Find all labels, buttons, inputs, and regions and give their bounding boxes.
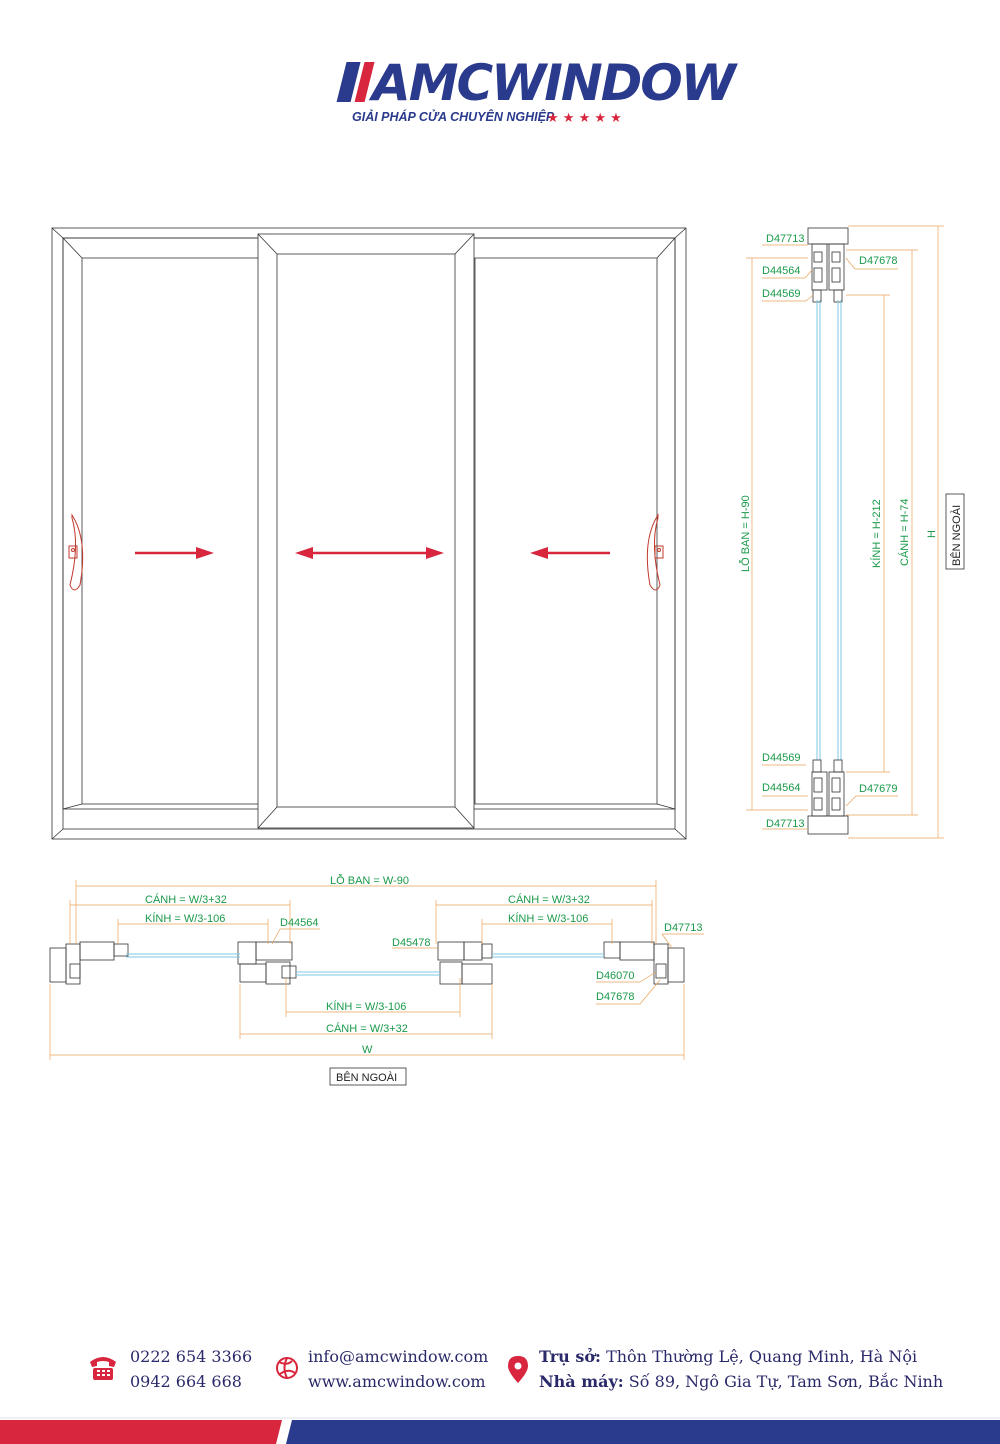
label-d47713-bottom: D47713 <box>766 818 805 830</box>
label-kinh-right: KÍNH = W/3-106 <box>508 912 588 925</box>
arrow-right-icon <box>135 547 214 559</box>
factory-value: Số 89, Ngô Gia Tự, Tam Sơn, Bắc Ninh <box>628 1372 944 1391</box>
label-d44569-top: D44569 <box>762 288 801 300</box>
left-panel <box>62 237 274 810</box>
plan-dimension-lines <box>49 880 704 1060</box>
arrow-double-icon <box>295 547 444 559</box>
label-kinh-vertical: KÍNH = H-212 <box>870 499 883 568</box>
factory-address: Nhà máy: Số 89, Ngô Gia Tự, Tam Sơn, Bắc… <box>539 1370 943 1394</box>
label-w-plan: W <box>362 1044 373 1056</box>
left-handle-icon <box>68 513 84 591</box>
horizontal-plan <box>49 880 704 1086</box>
label-d47713-plan: D47713 <box>664 922 703 934</box>
label-d44569-bottom: D44569 <box>762 752 801 764</box>
door-elevation <box>51 227 687 840</box>
label-ben-ngoai-vertical: BÊN NGOÀI <box>950 505 963 566</box>
logo-tagline: GIẢI PHÁP CỬA CHUYÊN NGHIỆP <box>352 109 555 124</box>
label-h-vertical: H <box>926 530 938 538</box>
ben-ngoai-box-vertical <box>945 493 965 570</box>
hq-value: Thôn Thường Lệ, Quang Minh, Hà Nội <box>606 1347 918 1366</box>
label-d44564-top: D44564 <box>762 265 801 277</box>
globe-icon <box>276 1357 298 1379</box>
label-canh-mid: CÁNH = W/3+32 <box>326 1022 408 1035</box>
location-pin-icon <box>508 1356 528 1383</box>
label-kinh-mid: KÍNH = W/3-106 <box>326 1000 406 1013</box>
phone-primary[interactable]: 0222 654 3366 <box>130 1347 253 1366</box>
hq-label: Trụ sở: <box>539 1347 601 1366</box>
factory-label: Nhà máy: <box>539 1372 624 1391</box>
label-kinh-left: KÍNH = W/3-106 <box>145 912 225 925</box>
footer-bar <box>0 1417 1000 1444</box>
logo-wordmark: AMCWINDOW <box>368 54 739 112</box>
phone-secondary[interactable]: 0942 664 668 <box>130 1372 242 1391</box>
right-panel <box>461 237 676 810</box>
label-canh-right: CÁNH = W/3+32 <box>508 893 590 906</box>
vertical-section <box>746 225 965 839</box>
right-handle-icon <box>646 513 664 591</box>
label-d45478-plan: D45478 <box>392 937 431 949</box>
label-d44564-plan: D44564 <box>280 917 319 929</box>
label-canh-vertical: CÁNH = H-74 <box>898 498 911 566</box>
glass-horizontal <box>126 953 604 976</box>
arrow-left-icon <box>530 547 610 559</box>
plan-profiles <box>49 941 685 985</box>
label-d47678-top: D47678 <box>859 255 898 267</box>
label-ben-ngoai-plan: BÊN NGOÀI <box>336 1071 397 1084</box>
logo-stars: ★ ★ ★ ★ ★ <box>547 111 622 126</box>
top-profiles <box>807 227 849 303</box>
label-d47713-top: D47713 <box>766 233 805 245</box>
label-d46070-plan: D46070 <box>596 970 635 982</box>
bottom-profiles <box>807 759 849 835</box>
label-d47678-plan: D47678 <box>596 991 635 1003</box>
website-link[interactable]: www.amcwindow.com <box>308 1372 486 1391</box>
vertical-dimension-lines <box>746 225 944 839</box>
label-d47679-bottom: D47679 <box>859 783 898 795</box>
middle-panel <box>257 233 475 829</box>
logo: AMCWINDOW GIẢI PHÁP CỬA CHUYÊN NGHIỆP ★ … <box>336 54 741 126</box>
label-canh-left: CÁNH = W/3+32 <box>145 893 227 906</box>
label-lo-ban-vertical: LỖ BAN = H-90 <box>739 495 752 572</box>
email-link[interactable]: info@amcwindow.com <box>308 1347 489 1366</box>
label-lo-ban-plan: LỖ BAN = W-90 <box>330 874 409 887</box>
phone-icon <box>90 1357 116 1380</box>
label-d44564-bottom: D44564 <box>762 782 801 794</box>
headquarters-address: Trụ sở: Thôn Thường Lệ, Quang Minh, Hà N… <box>539 1345 917 1369</box>
glass-vertical <box>816 300 842 760</box>
ben-ngoai-box-horizontal <box>329 1067 407 1086</box>
logo-stripes <box>336 62 375 102</box>
